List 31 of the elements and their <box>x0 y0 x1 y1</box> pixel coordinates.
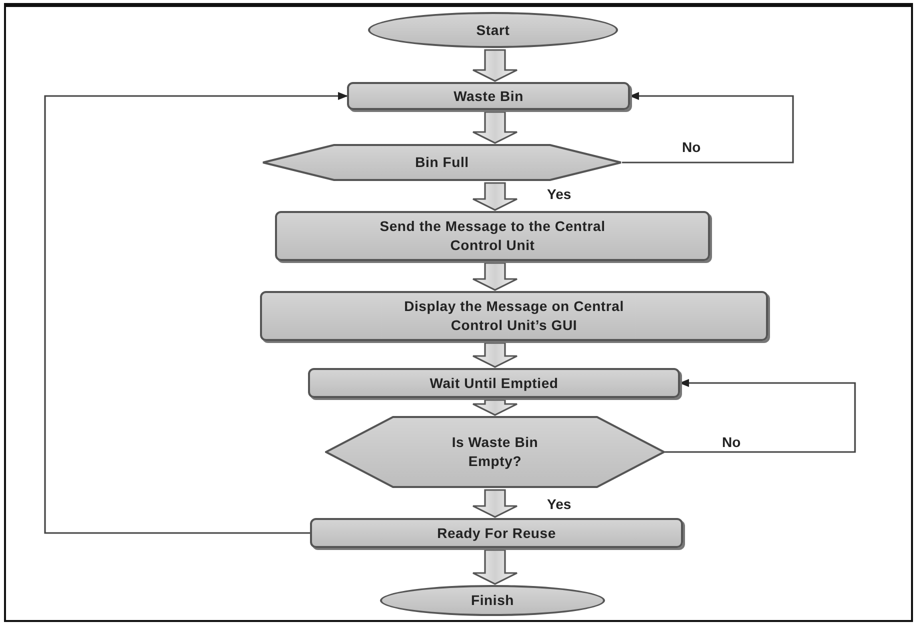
block-arrow <box>472 489 518 518</box>
process-box <box>347 82 630 110</box>
process-box <box>308 368 680 398</box>
block-arrow <box>472 399 518 416</box>
node-label: Start <box>476 20 510 40</box>
block-arrow <box>472 49 518 82</box>
decision-hexagon <box>325 416 665 488</box>
process-box <box>260 291 768 341</box>
node-label: Ready For Reuse <box>437 524 556 542</box>
arrow <box>665 379 856 453</box>
decision-hexagon <box>262 144 622 181</box>
edge-label: No <box>720 434 743 450</box>
block-arrow <box>472 342 518 368</box>
node-label: Waste Bin <box>454 86 524 106</box>
block-arrow <box>472 549 518 585</box>
process-box <box>275 211 710 261</box>
node-label: Is Waste Bin Empty? <box>450 433 540 471</box>
block-arrow <box>472 262 518 291</box>
arrow <box>622 92 794 164</box>
block-arrow <box>472 182 518 211</box>
node-label: Send the Message to the Central Control Unit <box>378 217 606 255</box>
node-label: Bin Full <box>415 153 469 172</box>
node-label: Wait Until Emptied <box>430 374 558 392</box>
node-label: Finish <box>470 591 514 610</box>
edge-label: No <box>680 139 703 155</box>
node-label: Display the Message on Central Control Unit’s GUI <box>403 297 625 335</box>
block-arrow <box>472 111 518 144</box>
edge-label: Yes <box>545 186 574 202</box>
edge-label: Yes <box>545 496 574 512</box>
process-box <box>310 518 683 548</box>
arrow <box>44 92 348 534</box>
